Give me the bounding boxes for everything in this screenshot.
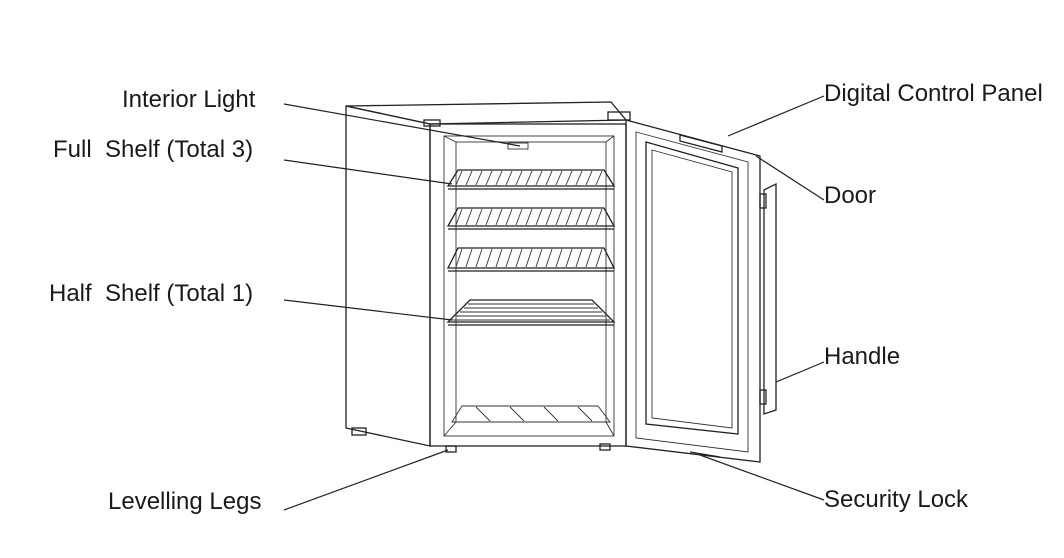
leader-interior-light <box>283 103 521 147</box>
door <box>625 119 761 463</box>
leader-handle <box>775 361 825 383</box>
label-half-shelf: Half Shelf (Total 1) <box>49 280 254 307</box>
label-door: Door <box>824 182 877 209</box>
label-levelling-legs: Levelling Legs <box>108 488 262 515</box>
leader-door <box>755 155 825 201</box>
cabinet-body <box>345 101 631 453</box>
interior-light <box>507 142 529 150</box>
leader-digital-control-panel <box>727 95 825 137</box>
label-full-shelf: Full Shelf (Total 3) <box>53 136 254 163</box>
bottom-tray <box>451 405 611 423</box>
half-shelf <box>446 299 616 326</box>
label-security-lock: Security Lock <box>824 486 969 513</box>
leader-half-shelf <box>283 299 453 321</box>
leader-full-shelf <box>283 159 453 185</box>
leader-security-lock <box>699 454 825 501</box>
full-shelf-2 <box>446 207 616 230</box>
security-lock <box>689 451 721 458</box>
label-interior-light: Interior Light <box>122 86 256 113</box>
leader-levelling-legs <box>283 449 449 511</box>
handle <box>759 182 777 415</box>
full-shelf-1 <box>446 169 616 190</box>
label-handle: Handle <box>824 343 901 370</box>
leader-lines <box>283 95 825 511</box>
full-shelf-3 <box>446 247 616 272</box>
label-digital-control-panel: Digital Control Panel <box>824 80 1043 107</box>
